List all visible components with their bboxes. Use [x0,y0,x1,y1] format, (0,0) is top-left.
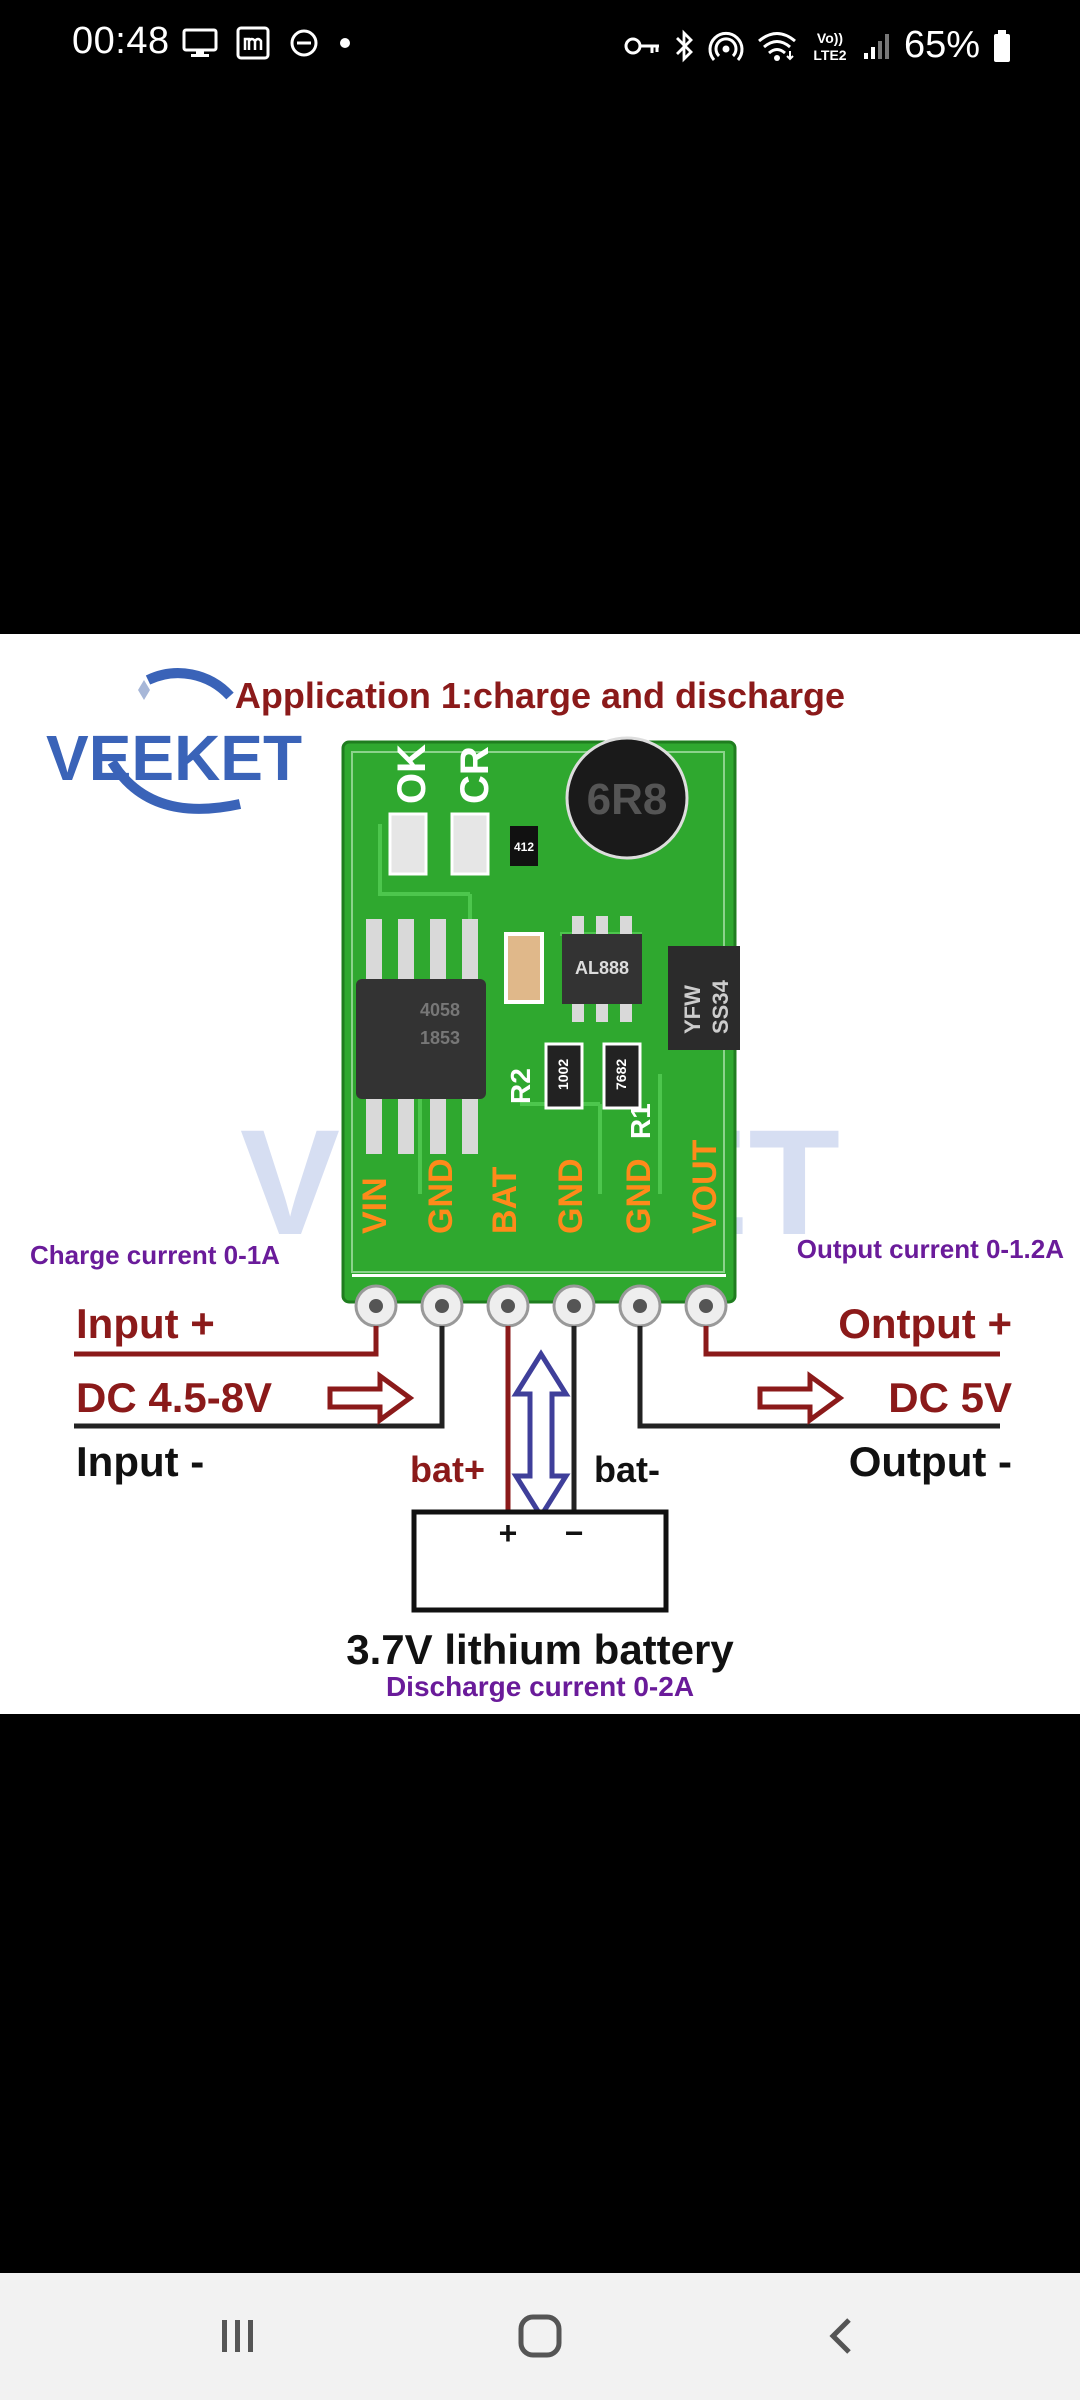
boost-chip-text: AL888 [575,958,629,978]
input-arrow-icon [327,1371,415,1425]
output-current-label: Output current 0-1.2A [797,1234,1064,1264]
board-label-ok: OK [390,744,434,804]
led-cr [450,812,490,876]
diode [668,946,740,1050]
hotspot-icon [708,31,744,61]
pin-label-gnd-3: GND [620,1158,658,1234]
ic-pins [366,919,478,1154]
navigation-bar [0,2273,1080,2400]
brand-logo: VEEKET [46,668,302,814]
bidirectional-arrow-icon [511,1349,571,1521]
pcb-board: OK CR 412 6R8 4058 1853 [341,736,740,1328]
diagram-title: Application 1:charge and discharge [235,675,845,716]
status-left-icons [182,26,352,60]
led-ok [388,812,428,876]
charge-current-label: Charge current 0-1A [30,1240,280,1270]
image-viewer[interactable]: VEEKET VEEKET Application 1:charge and d… [0,0,1080,2273]
pin-label-bat: BAT [486,1166,524,1234]
resistor-412 [510,826,538,866]
status-right-icons: Vo)) LTE2 65% [624,24,1012,67]
battery-minus-sign: − [565,1515,584,1551]
pin-label-gnd-1: GND [422,1158,460,1234]
boost-chip [562,934,642,1004]
resistor-1002 [544,1042,584,1110]
pin-label-vout: VOUT [686,1139,724,1234]
pin-label-vin: VIN [356,1177,394,1234]
star-icon [138,680,150,700]
ic-text-2: 1853 [420,1028,460,1048]
battery-label: 3.7V lithium battery [346,1626,734,1673]
vpn-key-icon [624,37,659,54]
signal-icon [864,33,889,59]
capacitor [504,932,544,1004]
m-app-icon [236,26,270,60]
diode-text-bottom: SS34 [708,979,733,1034]
notification-dot-icon [340,38,350,48]
brand-name: VEEKET [46,722,302,794]
output-plus-label: Ontput + [838,1300,1012,1347]
back-button[interactable] [798,2301,888,2371]
lte-top-text: Vo)) [817,30,843,46]
resistor-412-text: 412 [514,840,534,854]
charger-ic [356,979,486,1099]
header-pins [352,1274,728,1328]
wifi-icon [758,31,796,61]
do-not-disturb-icon [290,29,318,57]
input-plus-label: Input + [76,1300,215,1347]
output-voltage-label: DC 5V [888,1374,1012,1421]
output-arrow-icon [757,1371,845,1425]
home-icon [518,2314,562,2358]
product-image[interactable]: VEEKET VEEKET Application 1:charge and d… [0,634,1080,1714]
home-button[interactable] [495,2301,585,2371]
ic-text-1: 4058 [420,1000,460,1020]
battery-percent: 65% [904,24,981,66]
bluetooth-icon [676,29,693,62]
bat-minus-label: bat- [594,1449,660,1490]
recent-apps-button[interactable] [193,2301,283,2371]
pin-labels: VIN GND BAT GND GND VOUT [356,1139,724,1234]
output-minus-label: Output - [849,1438,1012,1485]
back-icon [829,2318,851,2354]
wires [74,1326,1000,1512]
volte-icon: Vo)) LTE2 [813,30,846,63]
status-time: 00:48 [72,20,170,62]
pin-label-gnd-2: GND [552,1158,590,1234]
board-label-r1: R1 [625,1103,656,1139]
battery-plus-sign: + [499,1515,518,1551]
recent-apps-icon [222,2320,253,2352]
resistor-7682 [602,1042,642,1110]
discharge-current-label: Discharge current 0-2A [386,1671,694,1702]
inductor [565,736,689,860]
board-label-cr: CR [453,746,497,804]
battery-box [411,1509,669,1613]
battery-icon [994,29,1011,62]
lte-bottom-text: LTE2 [813,47,846,63]
resistor-1002-text: 1002 [555,1059,571,1090]
status-bar: 00:48 [0,0,1080,90]
resistor-7682-text: 7682 [613,1059,629,1090]
input-minus-label: Input - [76,1438,204,1485]
screen-mirror-icon [182,28,218,57]
bat-plus-label: bat+ [410,1449,485,1490]
diode-text-top: YFW [680,985,705,1034]
input-range-label: DC 4.5-8V [76,1374,272,1421]
inductor-text: 6R8 [587,775,668,824]
diagram-svg: VEEKET VEEKET Application 1:charge and d… [30,668,1064,1702]
board-label-r2: R2 [505,1068,536,1104]
